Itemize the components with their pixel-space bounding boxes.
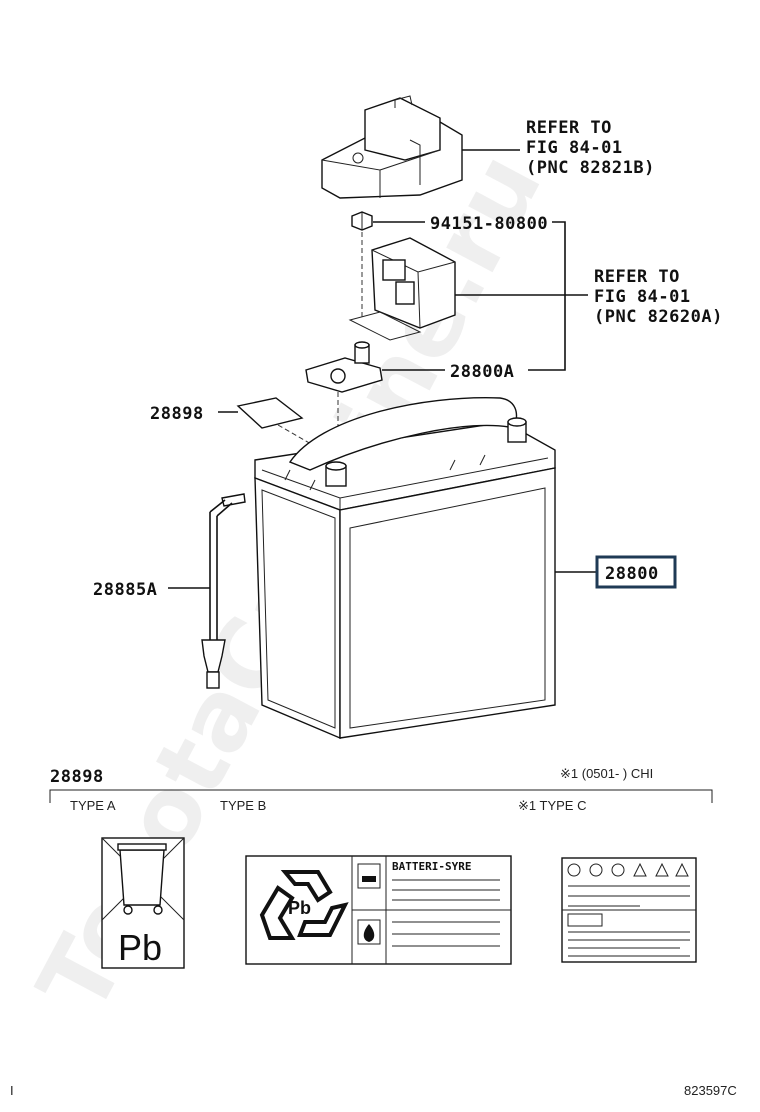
battery-callout[interactable]: 28800: [605, 564, 659, 584]
corner-mark: I: [10, 1083, 14, 1098]
refer-relay-line2: FIG 84-01: [594, 287, 691, 307]
relay-cover-part[interactable]: [321, 95, 463, 199]
hold-down-bolt-part[interactable]: [201, 493, 246, 689]
recycle-icon: Pb: [259, 870, 349, 940]
warning-symbols-row: [567, 862, 689, 877]
label-sticker-part[interactable]: [236, 397, 304, 429]
type-c-label[interactable]: [561, 857, 697, 963]
terminal-part[interactable]: [305, 341, 383, 393]
label-section-bracket: [49, 789, 713, 803]
refer-relay-cover-line2: FIG 84-01: [526, 138, 623, 158]
type-b-label[interactable]: Pb BATTERI-SYRE: [245, 855, 512, 965]
refer-relay-cover-line3: (PNC 82821B): [526, 158, 655, 178]
battery-callout-box[interactable]: [595, 555, 677, 589]
relay-part[interactable]: [348, 232, 456, 341]
nut-part[interactable]: [351, 211, 373, 231]
refer-relay-line1: REFER TO: [594, 267, 680, 287]
type-b-heading: TYPE B: [220, 798, 266, 813]
type-c-heading: ※1 TYPE C: [518, 798, 586, 813]
label-section-part-number[interactable]: 28898: [50, 767, 104, 787]
bolt-callout[interactable]: 94151-80800: [430, 214, 548, 234]
refer-relay-cover-line1: REFER TO: [526, 118, 612, 138]
terminal-callout[interactable]: 28800A: [450, 362, 514, 382]
label-section-note: ※1 (0501- ) CHI: [560, 766, 653, 781]
label-sticker-callout[interactable]: 28898: [150, 404, 204, 424]
diagram-code: 823597C: [684, 1083, 737, 1098]
type-b-title: BATTERI-SYRE: [392, 860, 471, 873]
battery-warning-icon: [357, 863, 381, 889]
battery-part[interactable]: [254, 397, 556, 740]
hold-down-bolt-callout[interactable]: 28885A: [93, 580, 157, 600]
refer-relay-line3: (PNC 82620A): [594, 307, 723, 327]
flame-icon: [357, 919, 381, 945]
type-a-pb-text: Pb: [118, 927, 162, 968]
type-b-pb-symbol: Pb: [288, 898, 311, 918]
type-a-heading: TYPE A: [70, 798, 116, 813]
type-a-label[interactable]: Pb: [101, 837, 185, 969]
